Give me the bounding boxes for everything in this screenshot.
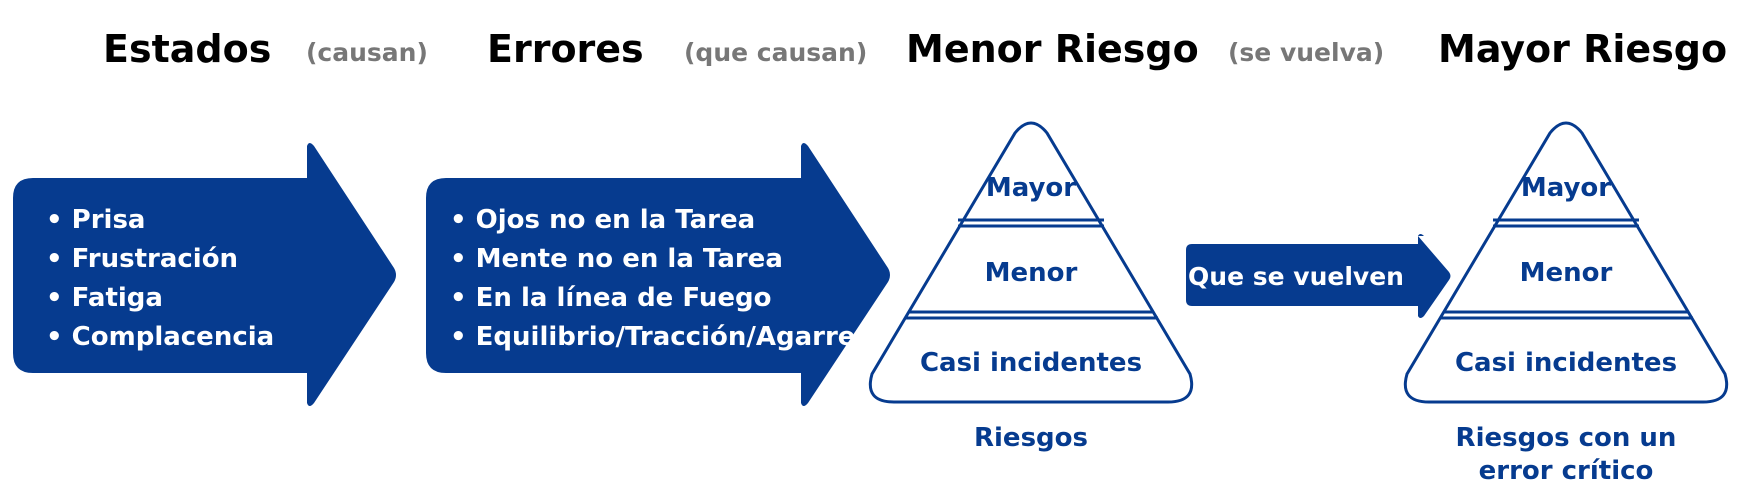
connector-que-causan: (que causan) <box>684 38 868 67</box>
pyramid-left: Mayor Menor Casi incidentes <box>868 121 1194 404</box>
middle-arrow <box>1186 234 1451 318</box>
pyramid-right: Mayor Menor Casi incidentes <box>1403 121 1729 404</box>
states-item: • Fatiga <box>46 283 163 313</box>
pyramid-right-caption-line1: Riesgos con un <box>1456 423 1677 453</box>
errors-item: • Ojos no en la Tarea <box>450 205 755 235</box>
errors-item: • En la línea de Fuego <box>450 283 771 313</box>
pyramid-right-level-top: Mayor <box>1521 173 1611 203</box>
heading-mayor-riesgo: Mayor Riesgo <box>1438 27 1728 71</box>
heading-menor-riesgo: Menor Riesgo <box>906 27 1199 71</box>
states-item: • Prisa <box>46 205 145 235</box>
pyramid-left-level-top: Mayor <box>986 173 1076 203</box>
middle-arrow-label: Que se vuelven <box>1188 262 1404 291</box>
errors-arrow <box>426 143 890 406</box>
pyramid-left-level-middle: Menor <box>985 258 1078 288</box>
errors-item: • Mente no en la Tarea <box>450 244 783 274</box>
pyramid-right-level-bottom: Casi incidentes <box>1455 348 1677 378</box>
errors-item: • Equilibrio/Tracción/Agarre <box>450 322 855 352</box>
states-arrow <box>13 143 396 406</box>
pyramid-right-level-middle: Menor <box>1520 258 1613 288</box>
pyramid-right-caption-line2: error crítico <box>1479 456 1654 486</box>
states-item: • Complacencia <box>46 322 274 352</box>
pyramid-left-level-bottom: Casi incidentes <box>920 348 1142 378</box>
heading-errores: Errores <box>487 27 644 71</box>
connector-se-vuelva: (se vuelva) <box>1228 38 1385 67</box>
pyramid-left-caption: Riesgos <box>974 423 1088 453</box>
states-item: • Frustración <box>46 244 238 274</box>
connector-causan: (causan) <box>306 38 428 67</box>
heading-estados: Estados <box>103 27 272 71</box>
